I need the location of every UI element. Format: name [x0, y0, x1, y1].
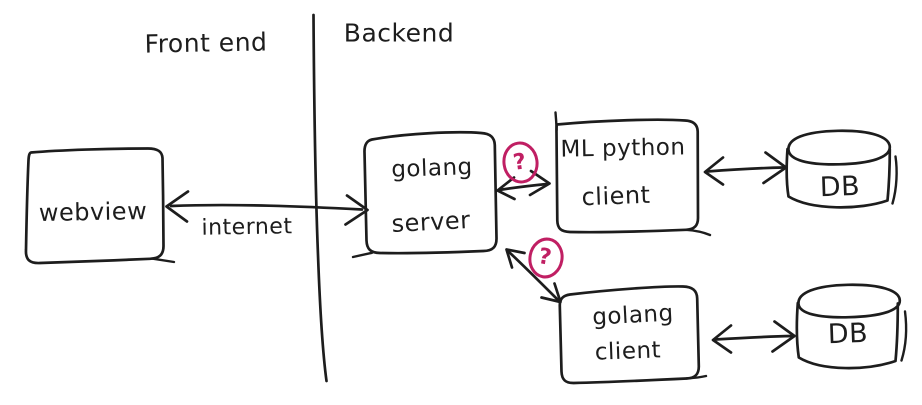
ml-python-client-node-sketch-tail-bottom [684, 228, 712, 237]
db-bottom-side-accent [900, 310, 908, 362]
golang-client-node-sketch-tail [685, 374, 708, 380]
ml-db-arrow-line [705, 166, 785, 173]
server-ml-arrow-head-right [528, 169, 551, 197]
webview-node-sketch-tail [150, 257, 176, 264]
server-ml-arrow-line [497, 182, 549, 192]
golang-client-node-outline [558, 285, 701, 385]
server-ml-arrow-head-left [496, 176, 516, 201]
db-bottom-body [795, 301, 900, 370]
backend-section-label: Backend [343, 18, 455, 48]
question-badge-circle-server-ml [502, 141, 539, 184]
webview-node-label: webview [38, 197, 148, 227]
frontend-section-label: Front end [144, 27, 268, 59]
ml-db-arrow-head-left [703, 156, 725, 186]
golang-client-node-label-line1: golang [591, 300, 675, 331]
db-top-database-icon [785, 129, 898, 209]
frontend-backend-divider [312, 13, 328, 383]
server-goclient-arrow-head-top [505, 248, 526, 269]
webview-server-arrow-head-right [344, 194, 369, 226]
ml-python-client-node-label-line1: ML python [560, 134, 686, 163]
goclient-db-arrow-line [713, 334, 794, 341]
question-badge-circle-server-goclient [528, 237, 564, 279]
ml-python-client-node-sketch-tail-top [554, 111, 558, 132]
webview-server-arrow-line [169, 203, 364, 211]
golang-server-node-outline [363, 130, 498, 255]
db-bottom-ellipse [797, 283, 902, 319]
server-goclient-arrow-line [507, 250, 559, 301]
db-top-ellipse [787, 129, 892, 166]
webview-node-outline [24, 147, 165, 265]
db-top-body [785, 147, 892, 209]
db-top-label: DB [819, 170, 861, 204]
golang-server-node-label-line1: golang [390, 154, 474, 183]
golang-client-node-label-line2: client [594, 337, 662, 366]
db-bottom-database-icon [795, 283, 908, 370]
webview-server-arrow-head-left [165, 190, 190, 223]
db-bottom-label: DB [827, 317, 869, 351]
question-badge-label-server-ml: ? [511, 149, 529, 176]
ml-python-client-node-label-line2: client [581, 180, 651, 212]
db-top-side-accent [891, 155, 898, 205]
goclient-db-arrow-head-left [711, 324, 733, 354]
internet-edge-label: internet [201, 214, 293, 241]
golang-server-node-sketch-tail [351, 251, 374, 259]
goclient-db-arrow-head-right [771, 320, 796, 353]
golang-server-node-label-line2: server [390, 205, 472, 239]
